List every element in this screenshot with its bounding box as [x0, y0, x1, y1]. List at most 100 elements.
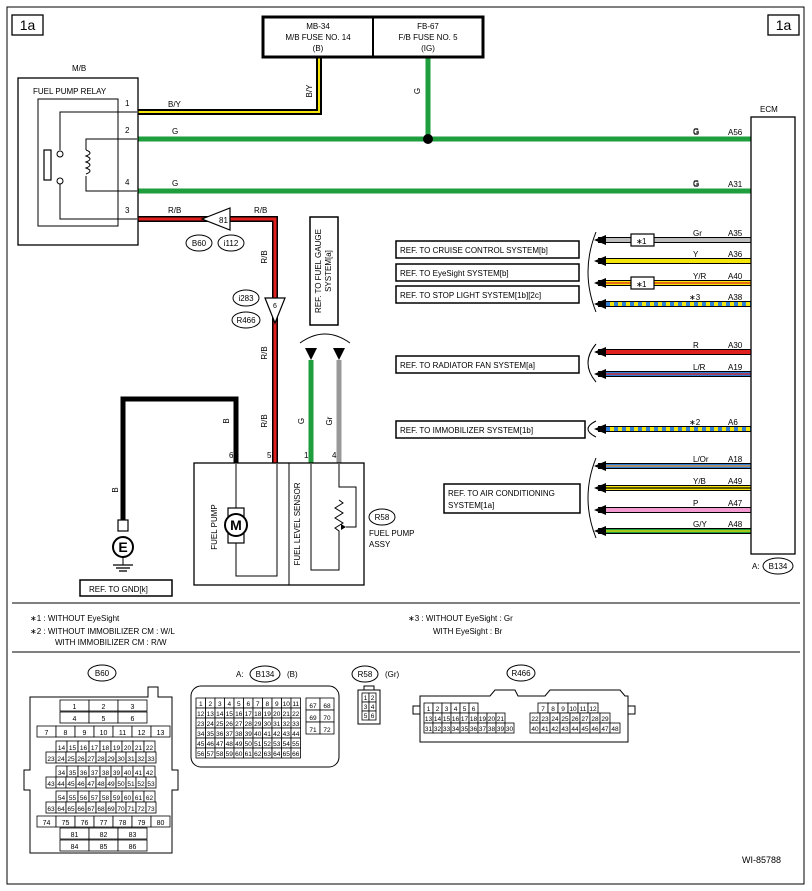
r466-latch-left — [412, 705, 421, 715]
b60-pin-17: 17 — [91, 745, 99, 752]
b134-pin-63: 63 — [264, 751, 272, 758]
b134-pin-9: 9 — [275, 701, 279, 708]
connector-b60: B60 — [192, 239, 207, 248]
ecm-wire-arrow-A35 — [594, 235, 606, 245]
b60-pin-13: 13 — [157, 730, 165, 737]
b60-pin-cell-53 — [145, 776, 157, 789]
r466-pin-8: 8 — [551, 706, 555, 713]
page-frame — [6, 6, 805, 885]
b134-pin-14: 14 — [216, 711, 224, 718]
b60-pin-33: 33 — [147, 756, 155, 763]
ecm-wire-arrow-A6 — [594, 424, 606, 434]
b60-pin-48: 48 — [97, 781, 105, 788]
r58-pin-3: 3 — [364, 704, 368, 711]
b134-pin-40: 40 — [254, 731, 262, 738]
note-3a: ∗3 : WITHOUT EyeSight : Gr — [408, 614, 513, 623]
r466-pin-11: 11 — [580, 706, 587, 713]
b60-pin-37: 37 — [91, 770, 99, 777]
ref-bracket-2 — [587, 343, 597, 383]
r58-pin-5: 5 — [364, 713, 368, 720]
r58-code-tag — [351, 665, 379, 683]
ecm-wire-arrow-A40 — [594, 278, 606, 288]
r466-pin-4: 4 — [454, 706, 458, 713]
r466-code-tag — [506, 664, 536, 682]
b60-housing — [23, 686, 179, 854]
b60-pin-38: 38 — [102, 770, 110, 777]
b134-pin-12: 12 — [197, 711, 205, 718]
b134-pin-49: 49 — [235, 741, 243, 748]
pump-assy-2: ASSY — [369, 540, 391, 549]
b134-pin-22: 22 — [292, 711, 300, 718]
wire-b-ground — [120, 396, 239, 521]
note-2b: WITH IMMOBILIZER CM : R/W — [55, 638, 167, 647]
b60-pin-cell-33 — [145, 751, 157, 764]
r466-pin-44: 44 — [571, 726, 579, 733]
b134-pin-32: 32 — [283, 721, 291, 728]
b60-pin-86: 86 — [129, 844, 137, 851]
ecm-pin-A36: A36 — [728, 250, 743, 259]
r466-pin-16: 16 — [452, 716, 460, 723]
b134-pin-33: 33 — [292, 721, 300, 728]
r466-pin-22: 22 — [531, 716, 539, 723]
ecm-pin-A18: A18 — [728, 455, 743, 464]
ecm-wire-arrow-A19 — [594, 369, 606, 379]
b134-pin-28: 28 — [245, 721, 253, 728]
ecm-connector-code: B134 — [769, 562, 788, 571]
b60-pin-cell-83 — [117, 827, 148, 840]
r466-pin-32: 32 — [434, 726, 442, 733]
arrow-gr-sensor — [333, 348, 345, 360]
page-tag-right: 1a — [776, 17, 792, 33]
connector-i283-tag — [232, 289, 260, 307]
ecm-wire-color-A18: L/Or — [693, 455, 709, 464]
b134-pin-34: 34 — [197, 731, 205, 738]
b60-pin-12: 12 — [138, 730, 146, 737]
pump-code-tag — [368, 508, 396, 526]
relay-title: FUEL PUMP RELAY — [33, 87, 107, 96]
b134-pin-16: 16 — [235, 711, 243, 718]
relay-internals — [43, 111, 137, 220]
b60-pin-72: 72 — [137, 806, 145, 813]
ecm-pin-A30: A30 — [728, 341, 743, 350]
wire-label-g-vert: G — [413, 88, 422, 94]
r466-pin-29: 29 — [601, 716, 609, 723]
r466-pin-5: 5 — [463, 706, 467, 713]
connector-i112: i112 — [224, 239, 239, 248]
b60-pin-45: 45 — [67, 781, 75, 788]
b134-pin-8: 8 — [265, 701, 269, 708]
ref-immobilizer: REF. TO IMMOBILIZER SYSTEM[1b] — [400, 426, 533, 435]
b134-pin-43: 43 — [283, 731, 291, 738]
ecm-wire-color-A36: Y — [693, 250, 699, 259]
r466-pin-31: 31 — [425, 726, 433, 733]
pump-assy-box — [193, 462, 365, 586]
ground-letter: E — [118, 539, 127, 555]
b60-pin-5: 5 — [102, 716, 106, 723]
ecm-connector-tag — [762, 557, 794, 575]
b60-code: B60 — [95, 669, 110, 678]
connector-6-symbol — [264, 297, 286, 325]
b60-pin-14: 14 — [58, 745, 66, 752]
r58-code: R58 — [358, 670, 373, 679]
r466-pin-41: 41 — [541, 726, 549, 733]
b134-pin-55: 55 — [292, 741, 300, 748]
r466-pin-cell-48 — [609, 722, 621, 734]
b134-pin-57: 57 — [207, 751, 215, 758]
ref-bracket-4 — [587, 457, 597, 539]
b134-pin-23: 23 — [197, 721, 205, 728]
b134-pin-53: 53 — [273, 741, 281, 748]
b60-pin-67: 67 — [87, 806, 95, 813]
b60-pin-70: 70 — [117, 806, 125, 813]
r58-pin-2: 2 — [371, 695, 375, 702]
b60-pin-41: 41 — [135, 770, 143, 777]
r466-pin-43: 43 — [561, 726, 569, 733]
ref-eyesight: REF. TO EyeSight SYSTEM[b] — [400, 269, 509, 278]
ecm-wire-arrow-A38 — [594, 299, 606, 309]
b134-pin-48: 48 — [226, 741, 234, 748]
b60-pin-74: 74 — [43, 820, 51, 827]
b134-pin-58: 58 — [216, 751, 224, 758]
connector-i112-tag — [217, 234, 245, 252]
connector-81-symbol — [200, 207, 231, 231]
r466-pin-26: 26 — [571, 716, 579, 723]
b134-pin-46: 46 — [207, 741, 215, 748]
b134-pin-cell-66 — [290, 747, 301, 759]
